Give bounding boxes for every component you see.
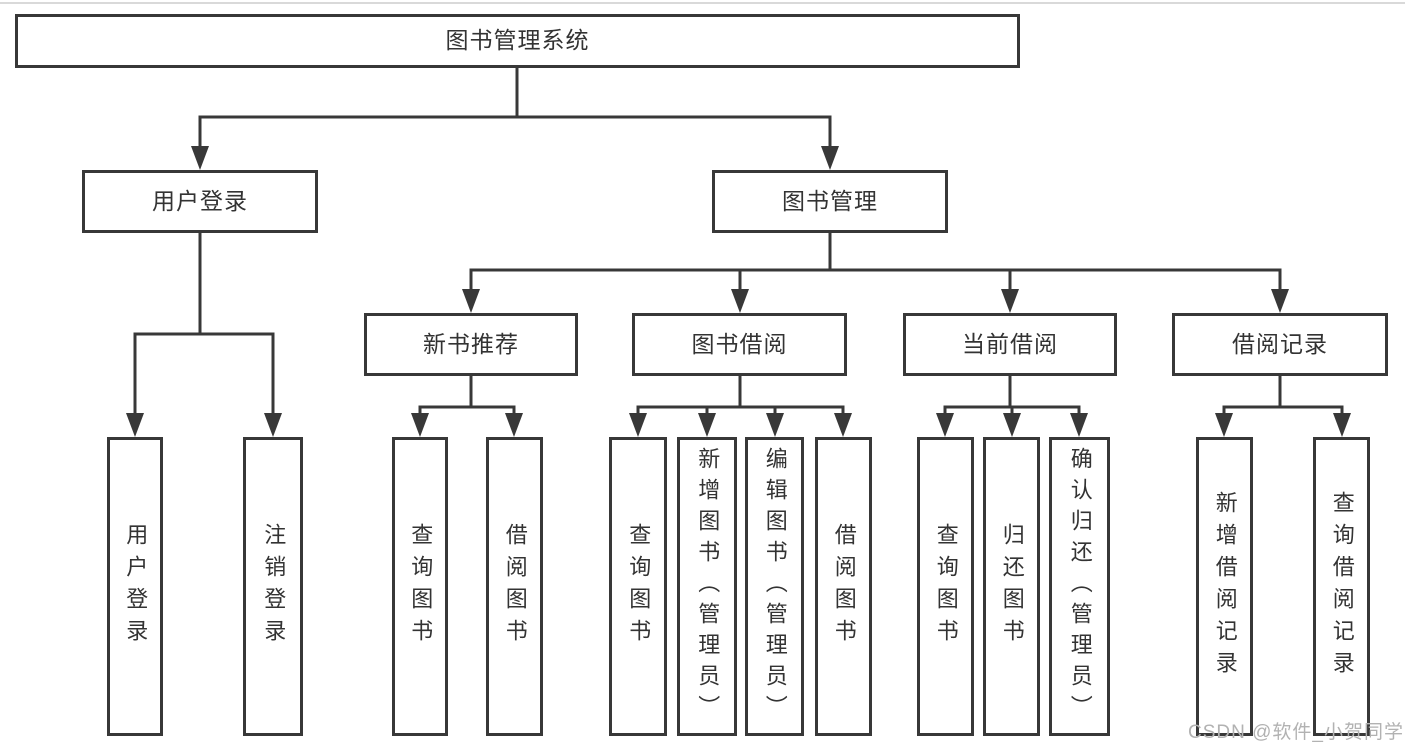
arrowhead-down-icon: [264, 413, 282, 437]
node-label: 编辑图书（管理员）: [762, 447, 788, 726]
node-leaf-current-query: 查询图书: [917, 437, 974, 736]
top-border-line: [0, 2, 1405, 4]
node-label: 新增借阅记录: [1212, 490, 1238, 683]
node-leaf-user-login: 用户登录: [107, 437, 163, 736]
node-label: 查询图书: [626, 522, 652, 651]
node-label: 归还图书: [999, 522, 1025, 651]
node-label: 借阅图书: [502, 522, 528, 651]
arrowhead-down-icon: [126, 413, 144, 437]
arrowhead-down-icon: [191, 146, 209, 170]
node-user-login-group: 用户登录: [82, 170, 318, 233]
arrowhead-down-icon: [505, 413, 523, 437]
node-label: 确认归还（管理员）: [1067, 447, 1093, 726]
arrowhead-down-icon: [834, 413, 852, 437]
arrowhead-down-icon: [821, 146, 839, 170]
watermark: CSDN @软件_小贺同学: [1188, 722, 1404, 743]
node-book-borrow: 图书借阅: [632, 313, 847, 376]
node-leaf-borrow-query: 查询图书: [609, 437, 667, 736]
arrowhead-down-icon: [462, 289, 480, 313]
arrowhead-down-icon: [411, 413, 429, 437]
arrowhead-down-icon: [1070, 413, 1088, 437]
node-book-management: 图书管理: [712, 170, 948, 233]
arrowhead-down-icon: [731, 289, 749, 313]
node-leaf-borrow-edit: 编辑图书（管理员）: [745, 437, 804, 736]
node-label: 查询图书: [408, 522, 434, 651]
node-label: 查询图书: [933, 522, 959, 651]
node-leaf-newbook-borrow: 借阅图书: [486, 437, 543, 736]
node-label: 新书推荐: [423, 330, 519, 357]
node-label: 当前借阅: [962, 330, 1058, 357]
node-root: 图书管理系统: [15, 14, 1020, 68]
node-label: 用户登录: [152, 187, 248, 214]
node-leaf-records-query: 查询借阅记录: [1313, 437, 1370, 736]
arrowhead-down-icon: [1333, 413, 1351, 437]
node-label: 借阅记录: [1232, 330, 1328, 357]
arrowhead-down-icon: [936, 413, 954, 437]
node-new-book-recommend: 新书推荐: [364, 313, 578, 376]
node-leaf-current-return: 归还图书: [983, 437, 1040, 736]
arrowhead-down-icon: [1271, 289, 1289, 313]
arrowhead-down-icon: [1001, 289, 1019, 313]
arrowhead-down-icon: [1215, 413, 1233, 437]
node-label: 图书管理系统: [445, 27, 590, 54]
arrowhead-down-icon: [1003, 413, 1021, 437]
node-label: 借阅图书: [831, 522, 857, 651]
node-label: 用户登录: [123, 522, 149, 651]
node-current-borrow: 当前借阅: [903, 313, 1117, 376]
node-label: 新增图书（管理员）: [695, 447, 721, 726]
arrowhead-down-icon: [629, 413, 647, 437]
node-leaf-newbook-query: 查询图书: [392, 437, 448, 736]
node-label: 图书借阅: [691, 330, 788, 357]
node-leaf-borrow-add: 新增图书（管理员）: [677, 437, 737, 736]
arrowhead-down-icon: [698, 413, 716, 437]
arrowhead-down-icon: [766, 413, 784, 437]
node-leaf-current-confirm: 确认归还（管理员）: [1049, 437, 1110, 736]
node-leaf-records-add: 新增借阅记录: [1196, 437, 1253, 736]
node-label: 注销登录: [261, 522, 287, 651]
node-label: 查询借阅记录: [1329, 490, 1355, 683]
node-leaf-borrow-borrow: 借阅图书: [815, 437, 872, 736]
node-leaf-logout: 注销登录: [243, 437, 303, 736]
node-label: 图书管理: [782, 187, 878, 214]
node-borrow-records: 借阅记录: [1172, 313, 1388, 376]
